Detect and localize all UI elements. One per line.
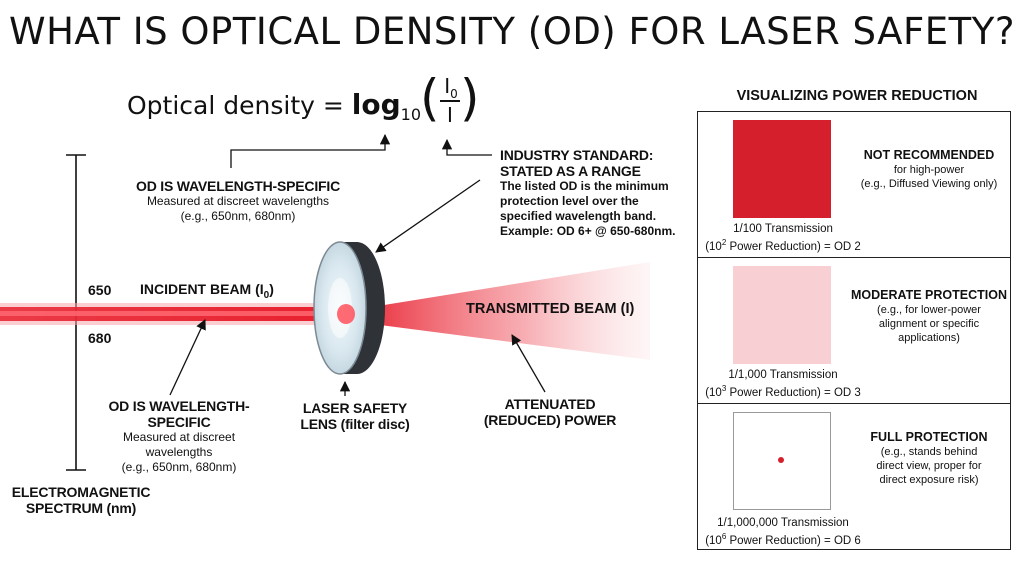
desc-od2: NOT RECOMMENDED for high-power (e.g., Di… xyxy=(848,148,1010,191)
reduction-od2: (102 Power Reduction) = OD 2 xyxy=(705,238,861,253)
attenuated-label: ATTENUATED (REDUCED) POWER xyxy=(470,396,630,428)
lens-label: LASER SAFETY LENS (filter disc) xyxy=(290,400,420,432)
lens-beam-spot xyxy=(337,304,355,324)
od-top-annotation: OD IS WAVELENGTH-SPECIFIC Measured at di… xyxy=(118,178,358,224)
left-paren: ( xyxy=(420,69,440,127)
od-bottom-annotation: OD IS WAVELENGTH-SPECIFIC Measured at di… xyxy=(84,398,274,475)
od-formula: Optical density = log10 xyxy=(127,88,422,124)
panel-row-od2: 1/100 Transmission (102 Power Reduction)… xyxy=(698,112,1010,258)
incident-beam-core xyxy=(0,311,335,316)
od-top-line-1: Measured at discreet wavelengths xyxy=(146,194,330,208)
reduction-od6: (106 Power Reduction) = OD 6 xyxy=(705,532,861,547)
od-bottom-arrow xyxy=(169,319,206,396)
desc-od2-line-2: (e.g., Diffused Viewing only) xyxy=(860,178,998,190)
spectrum-label-line-1: ELECTROMAGNETIC xyxy=(11,484,151,500)
industry-line-2: protection level over the xyxy=(500,194,639,208)
formula-numerator: I0 xyxy=(444,74,458,101)
industry-heading-1: INDUSTRY STANDARD: xyxy=(500,147,654,163)
desc-od6-line-2: direct view, proper for xyxy=(876,460,982,472)
od-top-line-2: (e.g., 650nm, 680nm) xyxy=(180,209,296,223)
od-bottom-heading: OD IS WAVELENGTH-SPECIFIC xyxy=(108,398,250,430)
fraction-bar xyxy=(440,100,460,102)
panel-row-od3: 1/1,000 Transmission (103 Power Reductio… xyxy=(698,258,1010,404)
caption-od3: 1/1,000 Transmission (103 Power Reductio… xyxy=(698,368,868,400)
transmission-od3: 1/1,000 Transmission xyxy=(728,369,838,381)
right-paren: ) xyxy=(460,69,480,127)
desc-od2-line-1: for high-power xyxy=(893,164,965,176)
swatch-od3 xyxy=(733,266,831,364)
desc-od6-heading: FULL PROTECTION xyxy=(870,430,988,444)
industry-heading-2: STATED AS A RANGE xyxy=(500,163,641,179)
lens-label-line-2: LENS (filter disc) xyxy=(300,416,410,432)
desc-od3-heading: MODERATE PROTECTION xyxy=(850,288,1008,302)
transmitted-beam-label: TRANSMITTED BEAM (I) xyxy=(466,301,635,317)
swatch-od2 xyxy=(733,120,831,218)
od-top-heading: OD IS WAVELENGTH-SPECIFIC xyxy=(136,178,340,194)
spectrum-label-line-2: SPECTRUM (nm) xyxy=(25,500,137,516)
lens-label-line-1: LASER SAFETY xyxy=(302,400,408,416)
industry-line-4: Example: OD 6+ @ 650-680nm. xyxy=(500,224,676,238)
attenuated-line-1: ATTENUATED xyxy=(504,396,596,412)
transmission-od2: 1/100 Transmission xyxy=(733,223,833,235)
reduction-od3: (103 Power Reduction) = OD 3 xyxy=(705,384,861,399)
formula-lhs: Optical density = xyxy=(127,91,344,120)
tick-650: 650 xyxy=(88,282,112,298)
formula-denominator: I xyxy=(447,103,453,127)
desc-od3-line-2: alignment or specific xyxy=(878,318,980,330)
swatch-od6 xyxy=(733,412,831,510)
desc-od6: FULL PROTECTION (e.g., stands behind dir… xyxy=(848,430,1010,487)
industry-to-lens-arrow xyxy=(375,179,481,253)
desc-od3-line-1: (e.g., for lower-power xyxy=(877,304,981,316)
od6-transmitted-dot xyxy=(778,457,784,463)
attenuated-arrow xyxy=(511,334,546,393)
desc-od3-line-3: applications) xyxy=(898,332,960,344)
tick-680: 680 xyxy=(88,330,112,346)
od-bottom-line-3: (e.g., 650nm, 680nm) xyxy=(121,460,237,474)
formula-fraction: ( I0 I ) xyxy=(420,69,480,130)
attenuated-line-2: (REDUCED) POWER xyxy=(483,412,617,428)
page-title: WHAT IS OPTICAL DENSITY (OD) FOR LASER S… xyxy=(9,10,1015,53)
caption-od2: 1/100 Transmission (102 Power Reduction)… xyxy=(698,222,868,254)
industry-line-1: The listed OD is the minimum xyxy=(500,179,669,193)
industry-annotation: INDUSTRY STANDARD: STATED AS A RANGE The… xyxy=(500,147,700,239)
desc-od2-heading: NOT RECOMMENDED xyxy=(863,148,995,162)
desc-od6-line-3: direct exposure risk) xyxy=(879,474,979,486)
transmission-od6: 1/1,000,000 Transmission xyxy=(717,517,849,529)
transmitted-beam-cone xyxy=(372,262,650,360)
power-reduction-panel: 1/100 Transmission (102 Power Reduction)… xyxy=(697,111,1011,550)
od-bottom-line-2: wavelengths xyxy=(145,445,213,459)
industry-line-3: specified wavelength band. xyxy=(500,209,657,223)
caption-od6: 1/1,000,000 Transmission (106 Power Redu… xyxy=(698,516,868,548)
incident-beam-label: INCIDENT BEAM (I0) xyxy=(140,281,274,301)
panel-row-od6: 1/1,000,000 Transmission (106 Power Redu… xyxy=(698,404,1010,549)
industry-connector xyxy=(441,138,492,156)
panel-title: VISUALIZING POWER REDUCTION xyxy=(736,88,978,104)
od-bottom-line-1: Measured at discreet xyxy=(122,430,236,444)
desc-od3: MODERATE PROTECTION (e.g., for lower-pow… xyxy=(848,288,1010,345)
desc-od6-line-1: (e.g., stands behind xyxy=(880,446,978,458)
spectrum-label: ELECTROMAGNETIC SPECTRUM (nm) xyxy=(6,484,156,516)
formula-log: log xyxy=(351,88,401,121)
od-top-connector xyxy=(230,133,391,168)
formula-base: 10 xyxy=(400,105,422,124)
